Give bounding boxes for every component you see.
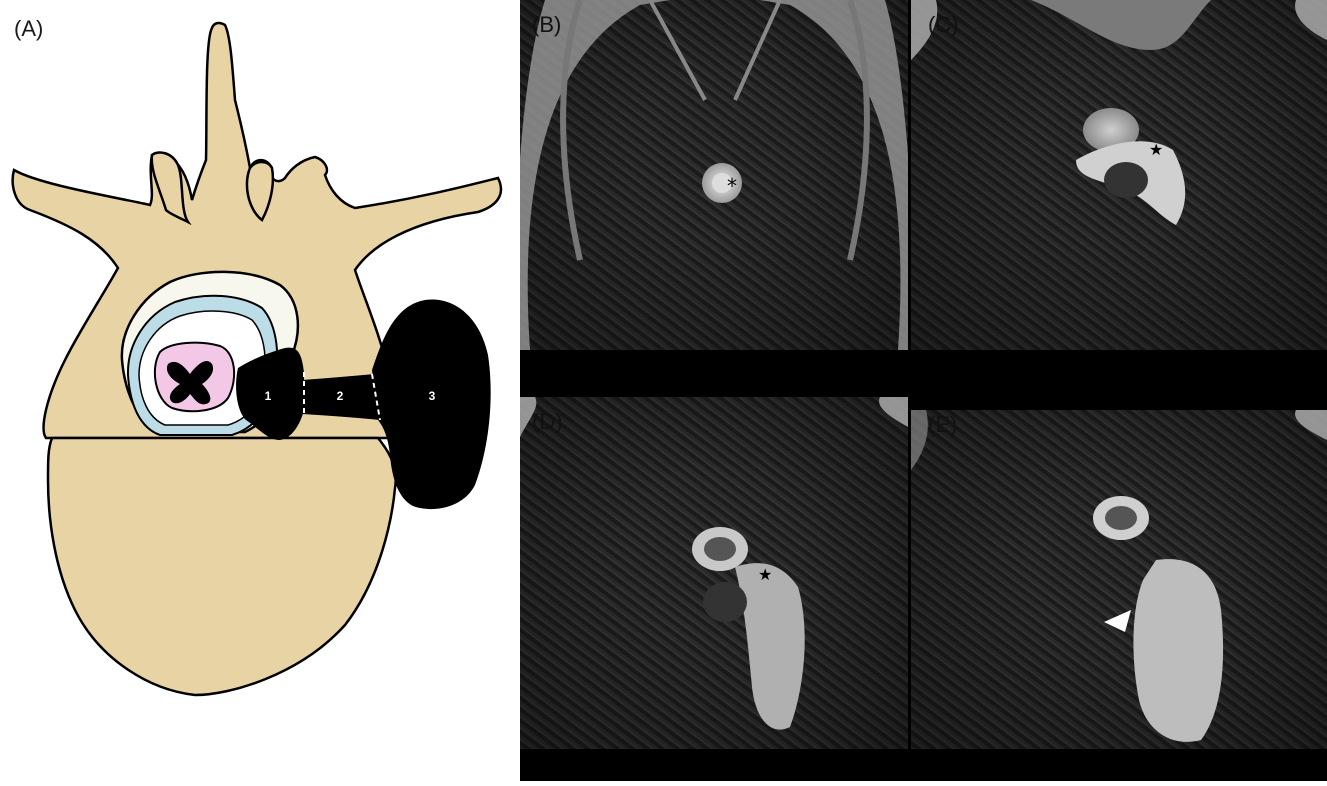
- segment-number-2: 2: [337, 389, 344, 403]
- star-marker-d: ★: [758, 567, 772, 583]
- arrowhead-icon: [1104, 610, 1131, 632]
- segment-number-3: 3: [429, 389, 436, 403]
- vertebral-body: [48, 438, 396, 695]
- mri-panel-e: (E): [911, 410, 1327, 749]
- mri-panel-c: (C) ★: [911, 0, 1327, 350]
- vertebra-illustration: 1 2 3: [0, 0, 515, 781]
- panel-label-e: (E): [928, 414, 957, 436]
- mri-panel-b: (B) *: [520, 0, 908, 350]
- panel-label-c: (C): [928, 14, 959, 36]
- panel-label-a: (A): [14, 18, 43, 40]
- star-marker-c: ★: [1149, 142, 1163, 158]
- mri-panel-grid: (B) * (C) ★: [520, 0, 1327, 781]
- panel-label-d: (D): [532, 411, 563, 433]
- segment-number-1: 1: [265, 389, 272, 403]
- mri-panel-d: (D) ★: [520, 397, 908, 749]
- asterisk-marker: *: [727, 176, 737, 196]
- vertebra-diagram: (A) 1 2 3: [0, 0, 515, 781]
- panel-label-b: (B): [532, 14, 561, 36]
